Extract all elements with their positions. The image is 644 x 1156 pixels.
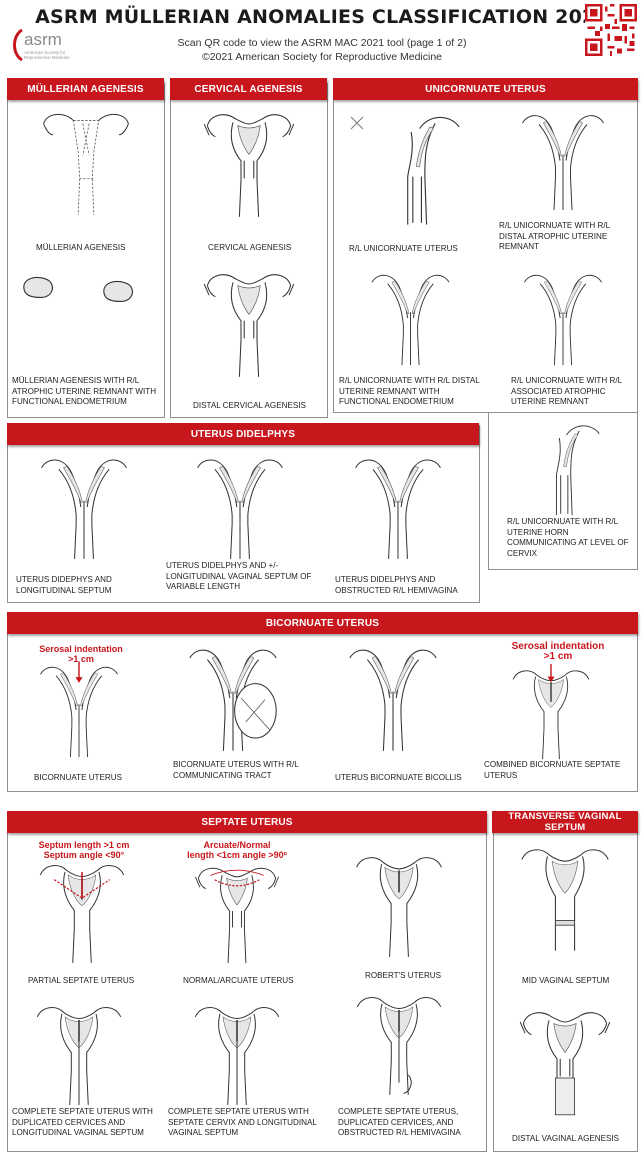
label-partial-septate: PARTIAL SEPTATE UTERUS <box>28 976 148 987</box>
label-roberts-uterus: ROBERT'S UTERUS <box>365 971 475 982</box>
arcuate-annotation: Arcuate/Normal length <1cm angle >90º <box>172 840 302 860</box>
unicornuate-diagram <box>352 108 484 228</box>
unicornuate-functional-diagram <box>338 268 483 368</box>
transverse-header: TRANSVERSE VAGINAL SEPTUM <box>492 811 638 833</box>
qr-code-icon[interactable] <box>585 4 637 56</box>
distal-cervical-agenesis-diagram <box>180 268 318 380</box>
label-complete-septate-obstructed: COMPLETE SEPTATE UTERUS, DUPLICATED CERV… <box>338 1107 478 1139</box>
bicornuate-bicollis-diagram <box>328 642 458 754</box>
bicornuate-communicating-diagram <box>168 642 298 754</box>
didelphys-variable-diagram <box>170 452 310 562</box>
mullerian-agenesis-diagram <box>14 108 158 218</box>
arcuate-annotation-line1: Arcuate/Normal <box>172 840 302 850</box>
right-remnant-figure <box>100 276 138 306</box>
mid-vaginal-septum-diagram <box>500 842 630 954</box>
mullerian-remnant-diagram <box>20 270 150 310</box>
complete-septate-duplicated-diagram <box>14 1000 144 1108</box>
complete-septate-obstructed-diagram <box>334 990 464 1098</box>
unicornuate-communicating-diagram <box>500 418 630 518</box>
roberts-uterus-diagram <box>334 850 464 960</box>
label-bicornuate-communicating: BICORNUATE UTERUS WITH R/L COMMUNICATING… <box>173 760 303 781</box>
label-unicornuate: R/L UNICORNUATE UTERUS <box>349 244 479 255</box>
unicornuate-associated-diagram <box>497 268 629 368</box>
label-didelphys-variable: UTERUS DIDELPHYS AND +/- LONGITUDINAL VA… <box>166 561 316 593</box>
label-bicornuate-bicollis: UTERUS BICORNUATE BICOLLIS <box>335 773 465 784</box>
label-mullerian-remnant: MÜLLERIAN AGENESIS WITH R/L ATROPHIC UTE… <box>12 376 162 408</box>
label-unicornuate-associated: R/L UNICORNUATE WITH R/L ASSOCIATED ATRO… <box>511 376 636 408</box>
bicornuate-header: BICORNUATE UTERUS <box>7 612 638 634</box>
arcuate-diagram <box>172 862 302 966</box>
arcuate-annotation-line2: length <1cm angle >90º <box>172 850 302 860</box>
didelphys-obstructed-diagram <box>328 452 468 562</box>
cervical-agenesis-header: CERVICAL AGENESIS <box>170 78 327 100</box>
label-distal-cervical-agenesis: DISTAL CERVICAL AGENESIS <box>193 401 323 412</box>
label-mullerian-agenesis: MÜLLERIAN AGENESIS <box>36 243 156 254</box>
label-bicornuate: BICORNUATE UTERUS <box>34 773 154 784</box>
qr-instruction: Scan QR code to view the ASRM MAC 2021 t… <box>0 37 644 49</box>
didelphys-septum-diagram <box>14 452 154 562</box>
label-complete-septate-duplicated: COMPLETE SEPTATE UTERUS WITH DUPLICATED … <box>12 1107 162 1139</box>
unicornuate-header: UNICORNUATE UTERUS <box>333 78 638 100</box>
serosal-annotation-right: Serosal indentation >1 cm <box>498 642 618 662</box>
combined-bicornuate-septate-diagram <box>486 664 616 762</box>
unicornuate-distal-atrophic-diagram <box>497 108 629 213</box>
serosal-annotation-left-line1: Serosal indentation <box>26 644 136 654</box>
mullerian-agenesis-header: MÜLLERIAN AGENESIS <box>7 78 164 100</box>
label-didelphys-septum: UTERUS DIDEPHYS AND LONGITUDINAL SEPTUM <box>16 575 156 596</box>
label-combined-bicornuate-septate: COMBINED BICORNUATE SEPTATE UTERUS <box>484 760 634 781</box>
page-title: ASRM MÜLLERIAN ANOMALIES CLASSIFICATION … <box>0 6 644 28</box>
label-mid-vaginal-septum: MID VAGINAL SEPTUM <box>522 976 632 987</box>
label-didelphys-obstructed: UTERUS DIDELPHYS AND OBSTRUCTED R/L HEMI… <box>335 575 475 596</box>
label-unicornuate-distal-atrophic: R/L UNICORNUATE WITH R/L DISTAL ATROPHIC… <box>499 221 629 253</box>
label-distal-vaginal-agenesis: DISTAL VAGINAL AGENESIS <box>512 1134 632 1145</box>
septum-length-annotation: Septum length >1 cm <box>24 840 144 850</box>
distal-vaginal-agenesis-diagram <box>500 1006 630 1118</box>
logo-subtitle: American Society for Reproductive Medici… <box>24 50 80 60</box>
asrm-logo-mark-icon <box>10 28 24 62</box>
bicornuate-diagram <box>14 660 144 760</box>
left-remnant-figure <box>20 272 58 302</box>
logo-wordmark: asrm <box>24 30 62 50</box>
septate-header: SEPTATE UTERUS <box>7 811 487 833</box>
septum-annotation: Septum length >1 cm Septum angle <90° <box>24 840 144 860</box>
copyright: ©2021 American Society for Reproductive … <box>0 51 644 63</box>
complete-septate-cervix-diagram <box>172 1000 302 1108</box>
label-unicornuate-functional: R/L UNICORNUATE WITH R/L DISTAL UTERINE … <box>339 376 489 408</box>
cervical-agenesis-diagram <box>180 108 318 220</box>
label-complete-septate-cervix: COMPLETE SEPTATE UTERUS WITH SEPTATE CER… <box>168 1107 318 1139</box>
serosal-annotation-right-line2: >1 cm <box>498 652 618 662</box>
label-cervical-agenesis: CERVICAL AGENESIS <box>208 243 318 254</box>
asrm-logo: asrm American Society for Reproductive M… <box>10 26 80 62</box>
partial-septate-diagram <box>20 858 144 966</box>
didelphys-header: UTERUS DIDELPHYS <box>7 423 479 445</box>
label-arcuate: NORMAL/ARCUATE UTERUS <box>183 976 303 987</box>
label-unicornuate-communicating: R/L UNICORNUATE WITH R/L UTERINE HORN CO… <box>507 517 635 559</box>
